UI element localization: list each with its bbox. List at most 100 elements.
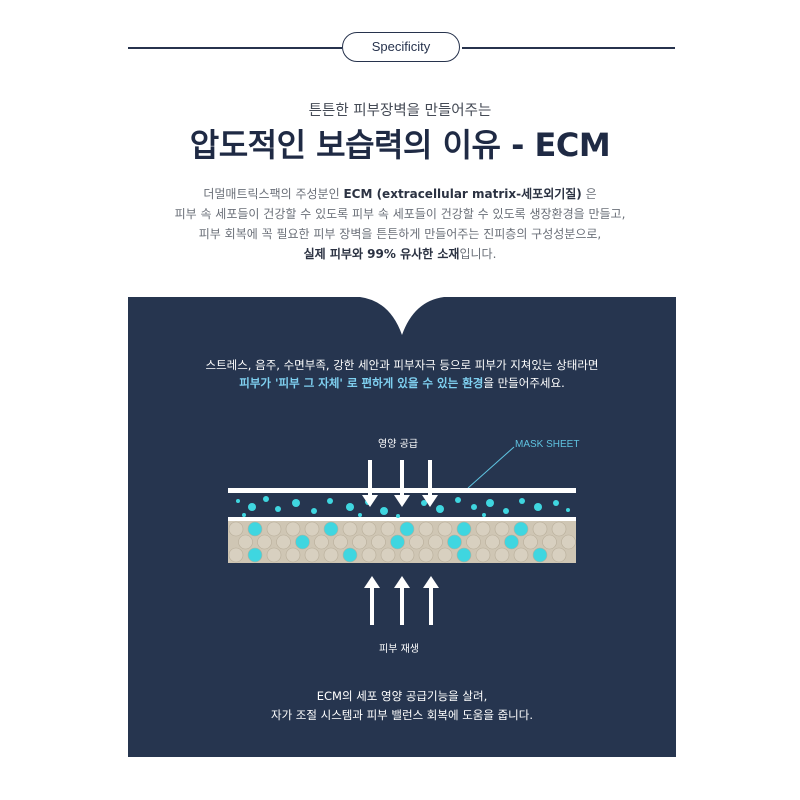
ecm-diagram-panel: 스트레스, 음주, 수면부족, 강한 세안과 피부자극 등으로 피부가 지쳐있는… <box>128 297 676 757</box>
cell <box>361 547 377 563</box>
cell <box>266 547 282 563</box>
nutrient-dot <box>242 513 246 517</box>
cell <box>475 521 491 537</box>
cell <box>238 534 253 550</box>
cell <box>542 534 557 550</box>
cell <box>352 534 367 550</box>
arrow-up-icon <box>423 576 439 625</box>
ecm-diagram <box>128 297 676 625</box>
cell-nutrient <box>342 547 358 563</box>
nutrient-dot <box>421 500 427 506</box>
cell-nutrient <box>390 534 405 550</box>
nutrient-dot <box>486 499 494 507</box>
arrow-up-icon <box>394 576 410 625</box>
intro-line4-bold: 실제 피부와 99% 유사한 소재 <box>303 247 460 261</box>
intro-text: 더멀매트릭스팩의 주성분인 ECM (extracellular matrix-… <box>0 184 800 264</box>
cell <box>409 534 424 550</box>
cell <box>523 534 538 550</box>
nutrient-dot <box>327 498 333 504</box>
cell <box>228 521 244 537</box>
cell <box>285 547 301 563</box>
nutrient-dot <box>482 513 486 517</box>
intro-line1-prefix: 더멀매트릭스팩의 주성분인 <box>203 187 344 201</box>
cell-nutrient <box>504 534 519 550</box>
panel-intro-text: 스트레스, 음주, 수면부족, 강한 세안과 피부자극 등으로 피부가 지쳐있는… <box>128 356 676 392</box>
nutrient-dot <box>436 505 444 513</box>
cell <box>532 521 548 537</box>
cell <box>551 521 567 537</box>
nutrient-dot <box>292 499 300 507</box>
cell <box>342 521 358 537</box>
arrow-down-icon <box>422 460 438 507</box>
cell <box>513 547 529 563</box>
cell <box>475 547 491 563</box>
nutrient-dot <box>471 504 477 510</box>
nutrient-dot <box>346 503 354 511</box>
page-subtitle: 튼튼한 피부장벽을 만들어주는 <box>308 103 492 119</box>
cell <box>418 521 434 537</box>
cell <box>228 547 244 563</box>
cell-nutrient <box>456 521 472 537</box>
panel-line2-highlight: 피부가 '피부 그 자체' 로 편하게 있을 수 있는 환경 <box>239 376 484 390</box>
cell <box>485 534 500 550</box>
intro-line1-bold: ECM (extracellular matrix-세포외기질) <box>343 187 582 201</box>
divider-left <box>128 47 342 49</box>
divider-right <box>462 47 675 49</box>
nutrient-dot <box>566 508 570 512</box>
cell <box>380 547 396 563</box>
cell <box>399 547 415 563</box>
cell-nutrient <box>247 521 263 537</box>
panel-bottom-text: ECM의 세포 영양 공급기능을 살려, 자가 조절 시스템과 피부 밸런스 회… <box>128 687 676 725</box>
intro-line2: 피부 속 세포들이 건강할 수 있도록 피부 속 세포들이 건강할 수 있도록 … <box>174 207 626 221</box>
cell-nutrient <box>323 521 339 537</box>
cell <box>361 521 377 537</box>
cell-nutrient <box>247 547 263 563</box>
nutrient-dot <box>311 508 317 514</box>
cell <box>285 521 301 537</box>
cell <box>257 534 272 550</box>
skin-cell-layer <box>228 521 576 563</box>
arrow-down-icon <box>362 460 378 507</box>
cell <box>276 534 291 550</box>
nutrient-dot <box>275 506 281 512</box>
cell <box>551 547 567 563</box>
nutrient-dots <box>236 496 570 518</box>
nutrient-dot <box>534 503 542 511</box>
nutrient-dot <box>263 496 269 502</box>
panel-line1: 스트레스, 음주, 수면부족, 강한 세안과 피부자극 등으로 피부가 지쳐있는… <box>205 358 599 372</box>
panel-notch <box>128 297 676 335</box>
nutrient-dot <box>396 514 400 518</box>
nutrient-dot <box>503 508 509 514</box>
cell-nutrient <box>295 534 310 550</box>
cell <box>561 534 576 550</box>
panel-bottom-line2: 자가 조절 시스템과 피부 밸런스 회복에 도움을 줍니다. <box>270 708 533 722</box>
regen-label: 피부 재생 <box>379 644 419 655</box>
intro-line3: 피부 회복에 꼭 필요한 피부 장벽을 튼튼하게 만들어주는 진피층의 구성성분… <box>198 227 602 241</box>
cell <box>428 534 443 550</box>
skin-top-line <box>228 517 576 521</box>
mask-sheet-label: MASK SHEET <box>515 439 580 450</box>
cell <box>418 547 434 563</box>
page-title: 압도적인 보습력의 이유 - ECM <box>189 126 611 164</box>
nutrient-dot <box>248 503 256 511</box>
cell-nutrient <box>532 547 548 563</box>
cell-nutrient <box>456 547 472 563</box>
arrow-down-icon <box>394 460 410 507</box>
regen-arrows <box>364 576 439 625</box>
supply-arrows <box>362 460 438 507</box>
mask-pointer-line <box>467 446 515 489</box>
cell <box>333 534 348 550</box>
intro-line1-suffix: 은 <box>581 187 597 201</box>
cell-nutrient <box>513 521 529 537</box>
cell <box>380 521 396 537</box>
intro-line4-suffix: 입니다. <box>459 247 497 261</box>
cell <box>314 534 329 550</box>
cell <box>266 521 282 537</box>
cell <box>437 521 453 537</box>
cell <box>304 521 320 537</box>
nutrient-dot <box>358 513 362 517</box>
cell <box>437 547 453 563</box>
panel-bottom-line1: ECM의 세포 영양 공급기능을 살려, <box>316 689 488 703</box>
cell <box>466 534 481 550</box>
nutrient-dot <box>519 498 525 504</box>
